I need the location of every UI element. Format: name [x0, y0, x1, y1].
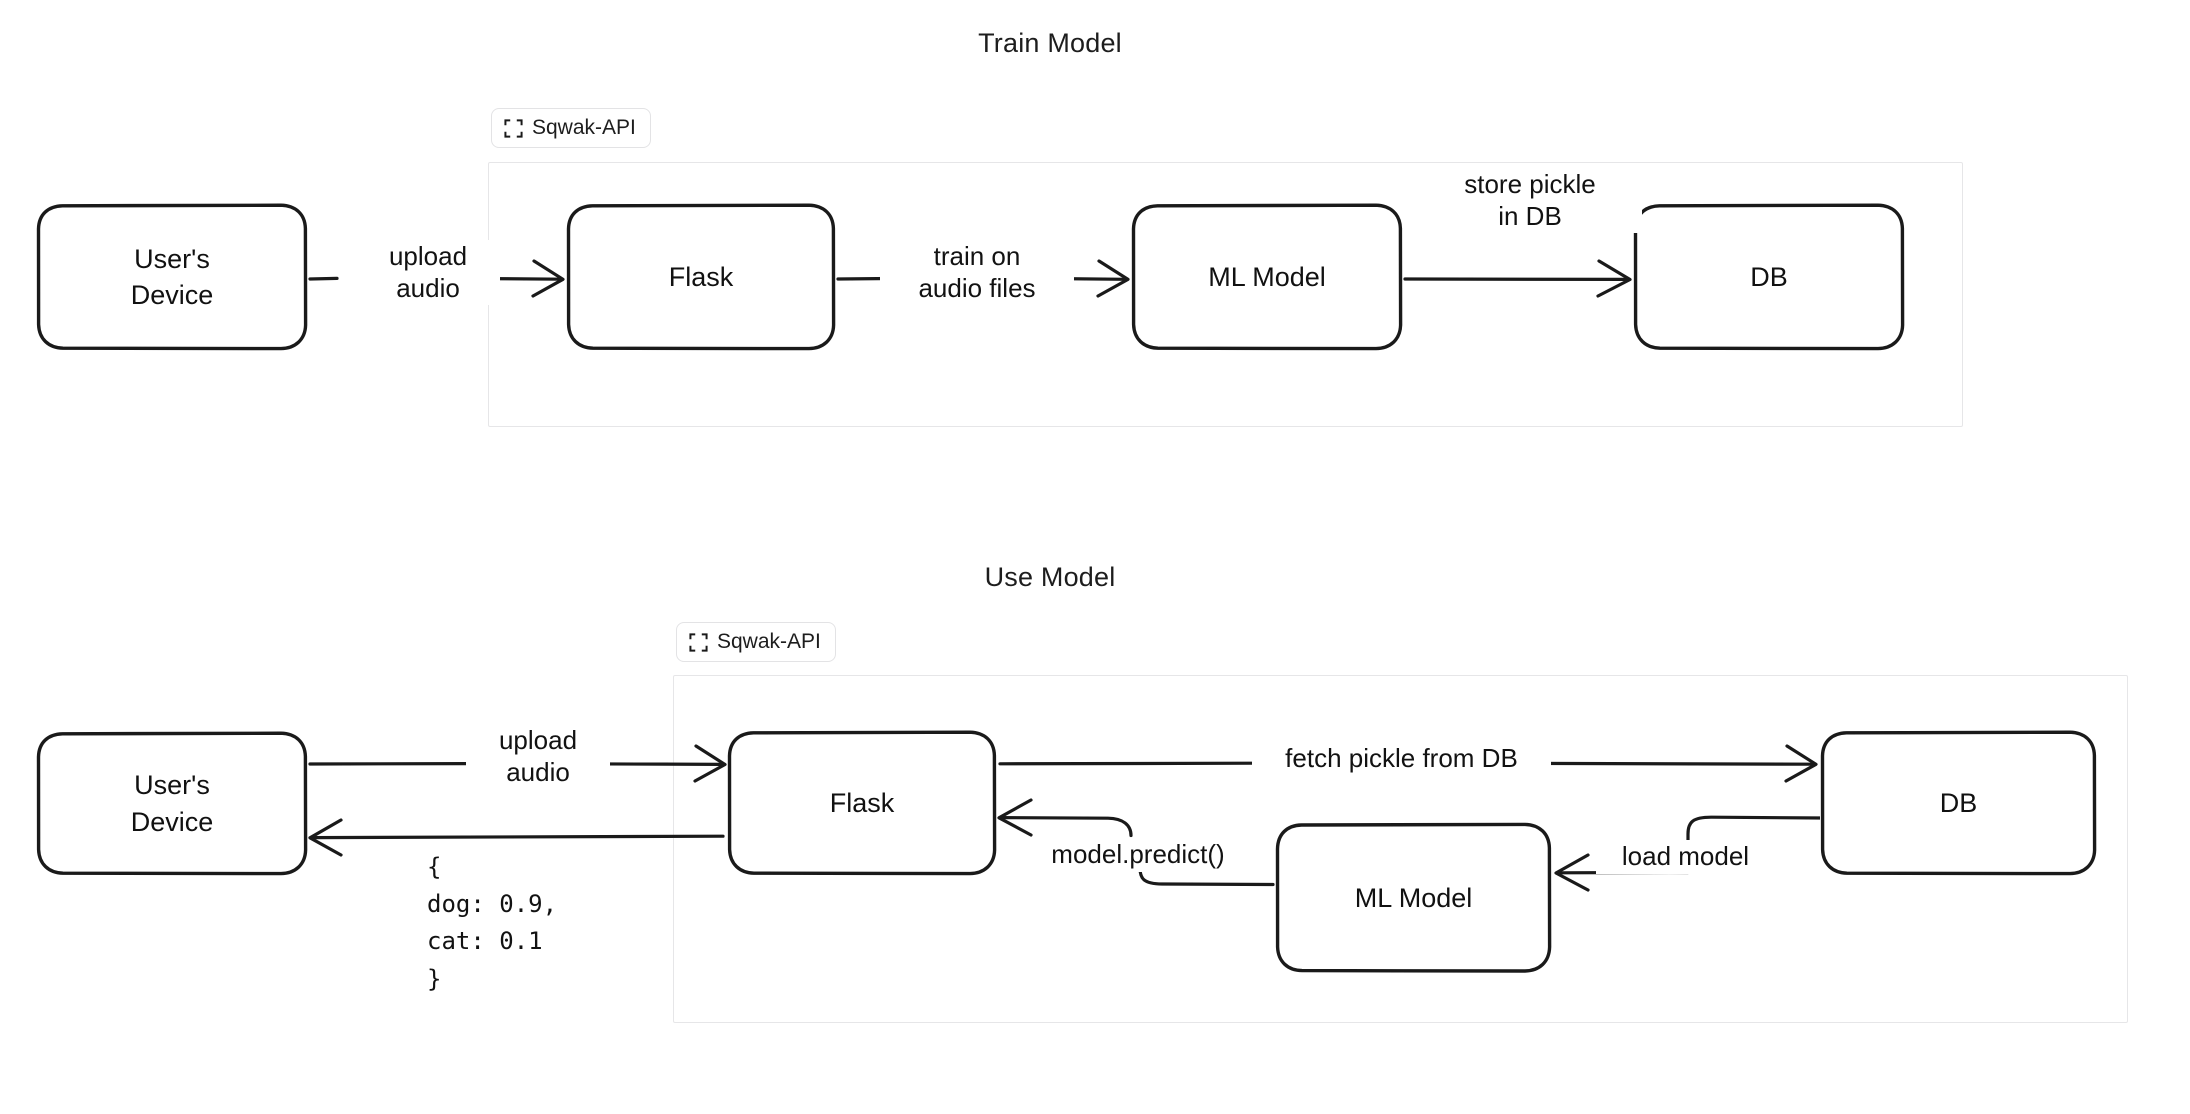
- node-use-ml-model[interactable]: ML Model: [1275, 822, 1552, 974]
- node-label: DB: [1939, 787, 1978, 818]
- section-title-train: Train Model: [978, 28, 1122, 58]
- dashed-square-icon: [689, 632, 708, 652]
- node-label: DB: [1750, 261, 1788, 292]
- group-label-text: Sqwak-API: [717, 630, 821, 653]
- edge-use-response-arrowhead: [308, 818, 343, 857]
- node-use-user-device[interactable]: User's Device: [36, 731, 308, 876]
- node-outline: [1633, 203, 1905, 351]
- node-outline: [1275, 822, 1552, 973]
- node-use-db[interactable]: DB: [1820, 730, 2097, 876]
- node-train-ml-model[interactable]: ML Model: [1131, 203, 1403, 351]
- section-title-use: Use Model: [984, 562, 1116, 592]
- node-label: Flask: [668, 261, 734, 292]
- node-outline: [36, 731, 308, 876]
- node-label: ML Model: [1208, 261, 1326, 292]
- edge-label-use-upload: upload audio: [466, 724, 610, 790]
- node-train-flask[interactable]: Flask: [566, 203, 836, 351]
- edge-label-train-upload: upload audio: [356, 240, 500, 306]
- edge-label-use-fetch-pickle: fetch pickle from DB: [1252, 742, 1551, 776]
- node-outline: [1131, 203, 1403, 351]
- dashed-square-icon: [504, 118, 523, 138]
- node-use-flask[interactable]: Flask: [727, 730, 997, 876]
- group-label-sqwak-api-train[interactable]: Sqwak-API: [491, 108, 651, 148]
- edge-use-response-line: [311, 834, 725, 840]
- node-outline: [36, 203, 308, 351]
- group-label-sqwak-api-use[interactable]: Sqwak-API: [676, 622, 836, 662]
- node-outline: [1820, 730, 2097, 876]
- edge-label-train-store-pickle: store pickle in DB: [1418, 168, 1642, 234]
- node-train-db[interactable]: DB: [1633, 203, 1905, 351]
- edge-label-use-response: { dog: 0.9, cat: 0.1 }: [427, 853, 558, 993]
- node-label: User's Device: [130, 243, 214, 310]
- node-label: ML Model: [1354, 882, 1473, 913]
- node-train-user-device[interactable]: User's Device: [36, 203, 308, 351]
- node-outline: [727, 730, 997, 876]
- edge-train-upload-stub-a: [308, 276, 339, 281]
- group-label-text: Sqwak-API: [532, 116, 636, 139]
- node-label: User's Device: [130, 770, 214, 837]
- edge-label-train-train-on: train on audio files: [880, 240, 1074, 306]
- node-outline: [566, 203, 836, 351]
- edge-label-use-load-model: load model: [1596, 840, 1775, 874]
- edge-label-use-model-predict: model.predict(): [1016, 838, 1260, 872]
- node-label: Flask: [829, 787, 895, 818]
